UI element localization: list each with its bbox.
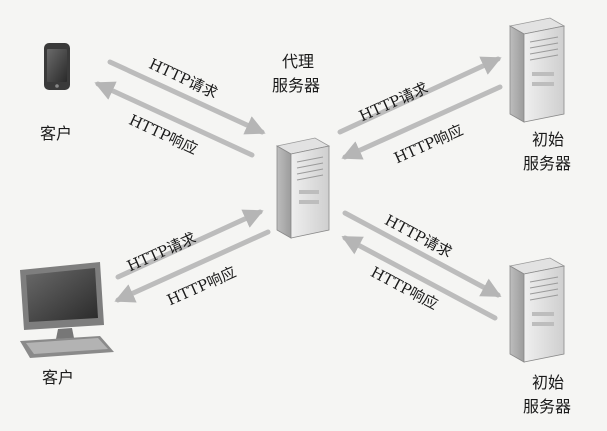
arrow-pc-request xyxy=(115,209,264,280)
origin-top-label-line1: 初始 xyxy=(532,130,565,149)
desktop-computer-icon xyxy=(20,262,114,358)
client-pc-label: 客户 xyxy=(42,368,75,387)
arrow-phone-response xyxy=(94,81,255,158)
origin-bottom-label-line1: 初始 xyxy=(532,373,565,392)
arrow-origin-top-request xyxy=(337,56,502,135)
client-phone-label: 客户 xyxy=(40,124,73,143)
arrow-origin-bottom-response xyxy=(341,235,498,321)
server-tower-icon xyxy=(508,257,566,363)
arrow-phone-request xyxy=(107,59,266,135)
arrows xyxy=(94,56,503,321)
server-tower-icon xyxy=(275,137,331,239)
smartphone-icon xyxy=(44,43,70,90)
arrow-origin-bottom-request xyxy=(342,210,502,298)
server-tower-icon xyxy=(508,17,566,123)
proxy-label-line2: 服务器 xyxy=(272,76,321,95)
proxy-label-line1: 代理 xyxy=(282,52,315,71)
arrow-origin-top-response xyxy=(341,84,503,160)
arrow-pc-response xyxy=(114,229,271,303)
origin-bottom-label-line2: 服务器 xyxy=(523,397,572,416)
origin-top-label-line2: 服务器 xyxy=(523,154,572,173)
